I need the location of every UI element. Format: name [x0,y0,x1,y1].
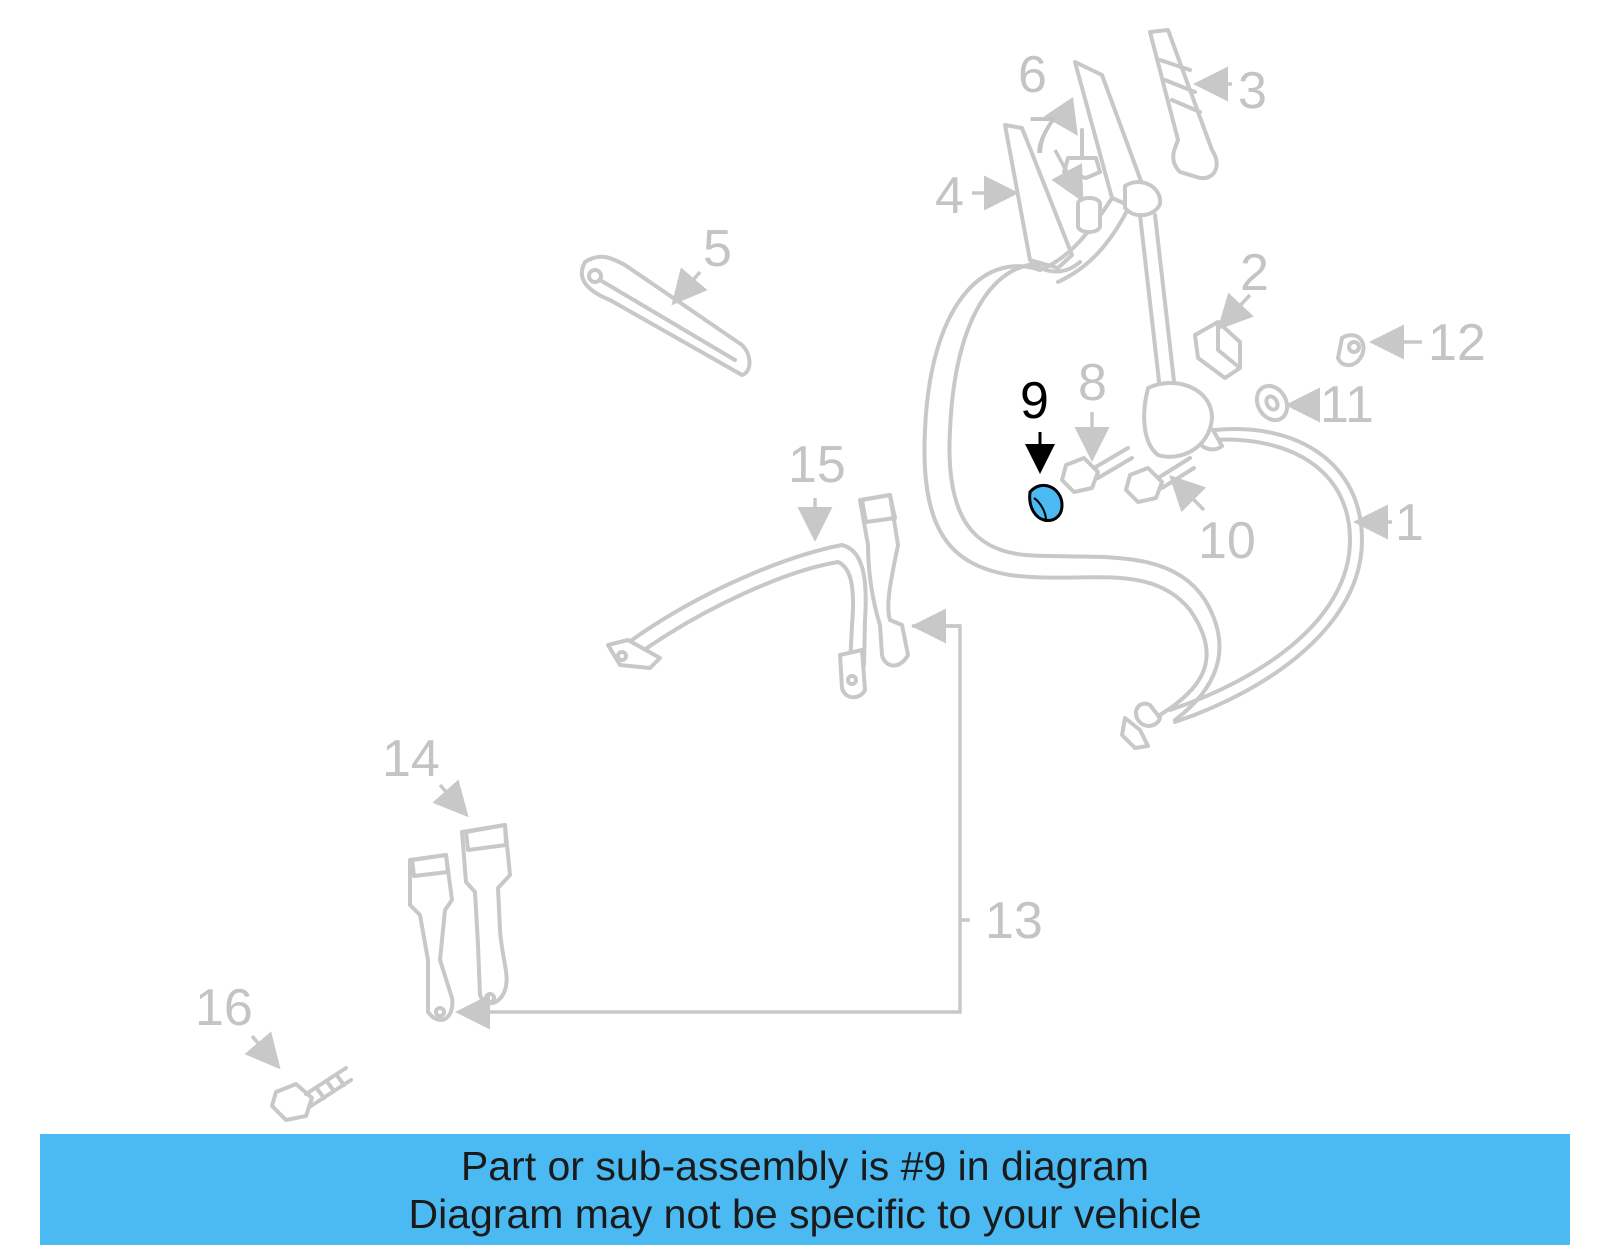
callout-15: 15 [788,436,846,494]
leader-lines [244,66,1422,1070]
part-10-bolt [1124,456,1196,504]
part-15-rear-belt [606,493,910,700]
callout-9: 9 [1020,372,1049,430]
callout-2: 2 [1240,244,1269,302]
callout-5: 5 [703,220,732,278]
callout-4: 4 [935,167,964,225]
callout-8: 8 [1078,354,1107,412]
part-5-trim-bar [579,254,752,377]
callout-11: 11 [1320,376,1374,434]
part-12-nut [1336,333,1366,368]
part-11-washer [1254,383,1290,423]
part-13-bracket [455,608,970,1030]
banner-line-disclaimer: Diagram may not be specific to your vehi… [408,1191,1202,1237]
banner-line-part-number: Part or sub-assembly is #9 in diagram [460,1143,1150,1189]
part-9-cap-highlighted [1028,483,1064,522]
part-3-height-adjuster [1148,28,1219,181]
callout-10: 10 [1198,512,1256,570]
part-4-upper-guide [1003,123,1082,274]
part-14-buckles [408,823,512,1022]
callout-12: 12 [1428,314,1486,372]
callout-14: 14 [382,730,440,788]
part-6-shoulder-belt [1038,60,1214,459]
part-2-cover [1193,320,1242,380]
callout-1: 1 [1395,494,1424,552]
info-banner: Part or sub-assembly is #9 in diagram Di… [40,1134,1570,1245]
part-1-seat-belt [922,261,1364,750]
part-7-bolt-spacer [1062,128,1102,234]
callout-6: 6 [1018,46,1047,104]
callout-13: 13 [985,892,1043,950]
callout-7: 7 [1028,107,1057,165]
part-16-bolt [270,1066,353,1122]
part-8-bolt [1060,446,1134,494]
callout-16: 16 [195,979,253,1037]
callout-3: 3 [1238,62,1267,120]
